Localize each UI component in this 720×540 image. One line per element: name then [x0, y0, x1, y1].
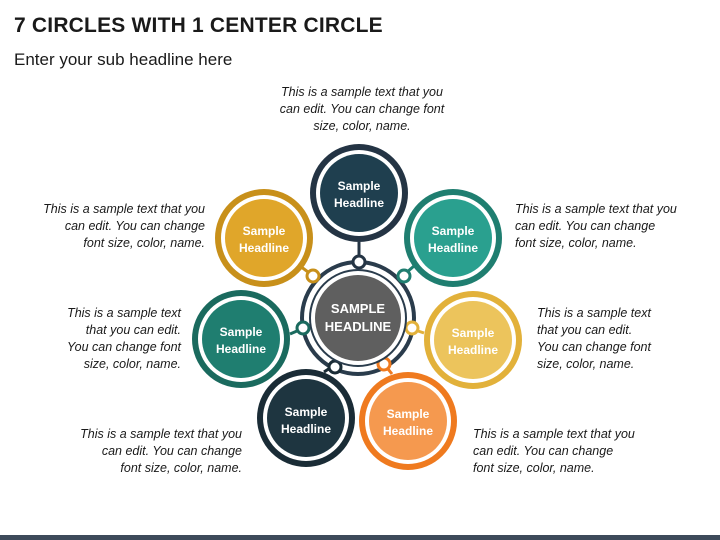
node-lower-right[interactable]: Sample Headline [359, 372, 457, 470]
node-lower-left[interactable]: Sample Headline [257, 369, 355, 467]
node-top-line1: Sample [338, 179, 381, 193]
desc-lower-right: This is a sample text that you can edit.… [473, 427, 635, 475]
node-right-line1: Sample [452, 326, 495, 340]
center-circle[interactable]: SAMPLE HEADLINE [309, 269, 407, 367]
center-line2: HEADLINE [325, 319, 392, 334]
node-upper-left[interactable]: Sample Headline [215, 189, 313, 287]
node-upper-left-line2: Headline [239, 241, 289, 255]
node-top[interactable]: Sample Headline [310, 144, 408, 242]
connector-dot-right [404, 320, 420, 336]
connector-dot-upper-right [396, 268, 412, 284]
node-left-line1: Sample [220, 325, 263, 339]
node-upper-left-line1: Sample [243, 224, 286, 238]
node-upper-right[interactable]: Sample Headline [404, 189, 502, 287]
node-right[interactable]: Sample Headline [424, 291, 522, 389]
connector-dot-upper-left [305, 268, 321, 284]
desc-mid-right: This is a sample text that you can edit.… [537, 306, 651, 371]
node-lower-left-line2: Headline [281, 422, 331, 436]
connector-dot-left [295, 320, 311, 336]
node-left-line2: Headline [216, 342, 266, 356]
page-title: 7 CIRCLES WITH 1 CENTER CIRCLE [14, 14, 383, 37]
node-top-line2: Headline [334, 196, 384, 210]
desc-lower-left: This is a sample text that you can edit.… [80, 427, 242, 475]
desc-upper-right: This is a sample text that you can edit.… [515, 202, 677, 250]
page-subtitle: Enter your sub headline here [14, 50, 233, 69]
desc-upper-left: This is a sample text that you can edit.… [43, 202, 205, 250]
node-right-line2: Headline [448, 343, 498, 357]
center-line1: SAMPLE [331, 301, 386, 316]
connector-dot-top [351, 254, 367, 270]
node-lower-right-line2: Headline [383, 424, 433, 438]
desc-top: This is a sample text that you can edit.… [279, 85, 445, 133]
node-upper-right-line2: Headline [428, 241, 478, 255]
desc-mid-left: This is a sample text that you can edit.… [67, 306, 181, 371]
bottom-bar [0, 535, 720, 540]
node-lower-right-line1: Sample [387, 407, 430, 421]
node-upper-right-line1: Sample [432, 224, 475, 238]
node-lower-left-line1: Sample [285, 405, 328, 419]
node-left[interactable]: Sample Headline [192, 290, 290, 388]
